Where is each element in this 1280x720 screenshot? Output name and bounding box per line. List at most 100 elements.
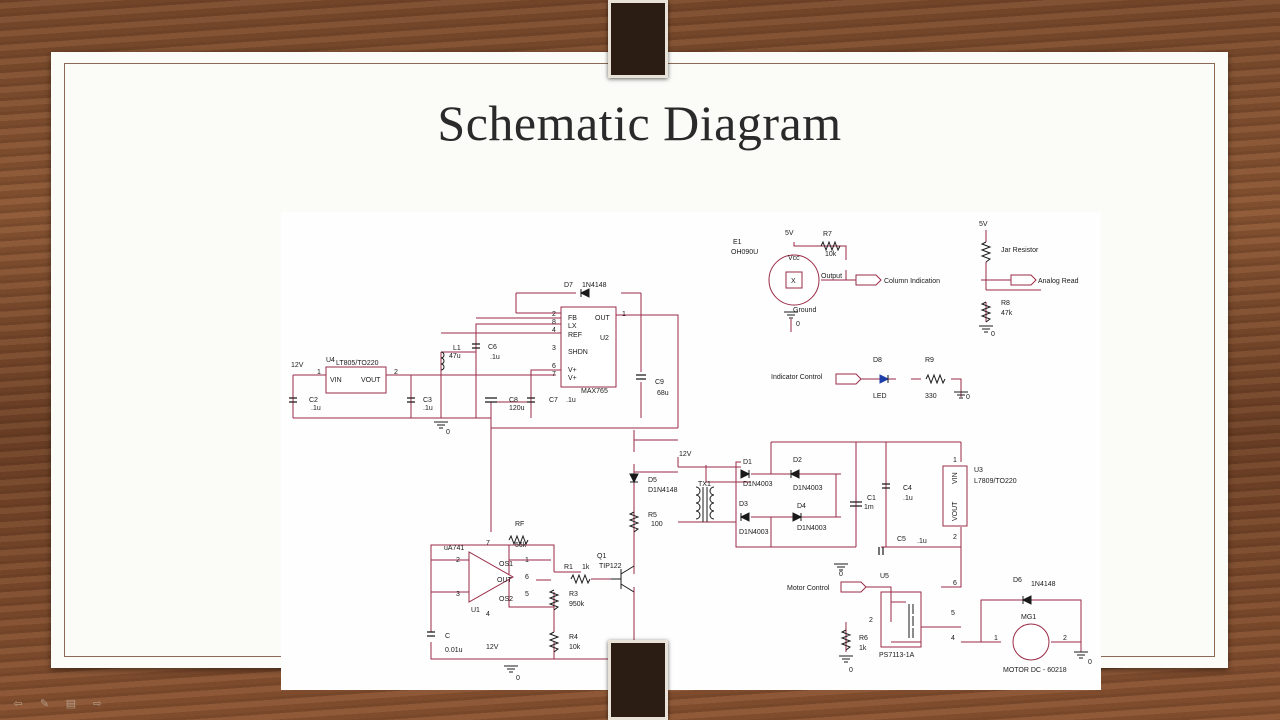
lbl-d2: D2 xyxy=(793,457,802,464)
lbl-shdn: SHDN xyxy=(568,349,588,356)
lbl-u5-p2: 2 xyxy=(869,617,873,624)
q1-transistor xyxy=(611,565,635,593)
c3-capacitor xyxy=(407,397,415,403)
lbl-jar: Jar Resistor xyxy=(1001,247,1039,254)
jar-resistor xyxy=(980,241,992,263)
lbl-out: OUT xyxy=(595,315,611,322)
binder-clip-top xyxy=(608,0,668,78)
lbl-q1v: TIP122 xyxy=(599,563,622,570)
lbl-cv: 0.01u xyxy=(445,647,463,654)
lbl-d2v: D1N4003 xyxy=(793,485,823,492)
ground-1 xyxy=(434,421,448,429)
tx1-primary xyxy=(695,486,701,520)
lbl-r3: R3 xyxy=(569,591,578,598)
lbl-d3: D3 xyxy=(739,501,748,508)
lbl-p6: 6 xyxy=(552,363,556,370)
c-capacitor xyxy=(427,631,435,637)
components xyxy=(325,254,1050,661)
lbl-d4: D4 xyxy=(797,503,806,510)
lbl-m1: 1 xyxy=(994,635,998,642)
lbl-c8v: 120u xyxy=(509,405,525,412)
ground-7 xyxy=(839,655,853,663)
lbl-op4: 4 xyxy=(486,611,490,618)
lbl-u5-p5: 5 xyxy=(951,610,955,617)
u3-regulator-body xyxy=(942,465,968,527)
lbl-os1: OS1 xyxy=(499,561,513,568)
lbl-r5: R5 xyxy=(648,512,657,519)
lbl-d5v: D1N4148 xyxy=(648,487,678,494)
lbl-c7: C7 xyxy=(549,397,558,404)
lbl-r8v: 47k xyxy=(1001,310,1013,317)
lbl-vplus1: V+ xyxy=(568,367,577,374)
lbl-u1: U1 xyxy=(471,607,480,614)
r4-resistor xyxy=(548,631,560,653)
lbl-d7v: 1N4148 xyxy=(582,282,607,289)
lbl-r7: R7 xyxy=(823,231,832,238)
lbl-op7: 7 xyxy=(486,540,490,547)
lbl-motor: MOTOR DC - 60218 xyxy=(1003,667,1067,674)
ground-2 xyxy=(784,311,798,319)
lbl-r9v: 330 xyxy=(925,393,937,400)
c9-capacitor xyxy=(636,374,646,380)
lbl-l1v: 47u xyxy=(449,353,461,360)
lbl-gnd-f: 0 xyxy=(516,675,520,682)
lbl-u5-p6: 6 xyxy=(953,580,957,587)
u5-optocoupler xyxy=(880,591,922,648)
lbl-u5: U5 xyxy=(880,573,889,580)
lbl-d4v: D1N4003 xyxy=(797,525,827,532)
lbl-u4: U4 xyxy=(326,357,335,364)
r6-resistor xyxy=(840,629,852,651)
lbl-12v-c: 12V xyxy=(486,644,499,651)
pen-icon[interactable]: ✎ xyxy=(39,698,50,710)
binder-clip-bottom xyxy=(608,640,668,720)
lbl-p1: 1 xyxy=(622,311,626,318)
slide: Schematic Diagram xyxy=(51,52,1228,690)
prev-arrow-icon[interactable]: ⇦ xyxy=(13,698,23,710)
lbl-12v-b: 12V xyxy=(679,451,692,458)
c1-capacitor xyxy=(850,501,862,507)
mg1-motor-body xyxy=(1012,623,1050,661)
d6-diode xyxy=(1021,595,1032,605)
lbl-ua741: uA741 xyxy=(444,545,464,552)
indicator-control-port xyxy=(835,373,862,385)
lbl-p3: 3 xyxy=(552,345,556,352)
lbl-12v-in: 12V xyxy=(291,362,304,369)
d1-diode xyxy=(740,469,751,479)
lbl-vout: VOUT xyxy=(361,377,381,384)
lbl-gnd-d: 0 xyxy=(966,394,970,401)
lbl-vin: VIN xyxy=(330,377,342,384)
lbl-p4: 4 xyxy=(552,327,556,334)
lbl-op5: 5 xyxy=(525,591,529,598)
schematic-svg: 12V U4 LT805/TO220 VIN VOUT 1 2 C2 .1u C… xyxy=(289,221,1092,682)
lbl-r9: R9 xyxy=(925,357,934,364)
lbl-5v-b: 5V xyxy=(979,221,988,228)
lbl-q1: Q1 xyxy=(597,553,606,560)
connectors xyxy=(835,274,1037,593)
lbl-op6: 6 xyxy=(525,574,529,581)
wires xyxy=(292,230,1082,660)
lbl-u5v: PS7113-1A xyxy=(879,652,915,659)
lbl-gnd-b: 0 xyxy=(796,321,800,328)
d5-diode xyxy=(629,473,639,484)
l1-inductor xyxy=(440,351,445,371)
ground-6 xyxy=(504,665,518,673)
r3-resistor xyxy=(548,589,560,611)
lbl-l1: L1 xyxy=(453,345,461,352)
lbl-u3-part: L7809/TO220 xyxy=(974,478,1017,485)
lbl-c6: C6 xyxy=(488,344,497,351)
lbl-os2: OS2 xyxy=(499,596,513,603)
ground-5 xyxy=(834,563,848,571)
lbl-u3p2: 2 xyxy=(953,534,957,541)
lbl-u3p1: 1 xyxy=(953,457,957,464)
lbl-r4: R4 xyxy=(569,634,578,641)
lbl-mg1: MG1 xyxy=(1021,614,1036,621)
next-arrow-icon[interactable]: ⇨ xyxy=(92,698,102,710)
lbl-d6: D6 xyxy=(1013,577,1022,584)
lbl-output: Output xyxy=(821,273,842,280)
lbl-p8: 8 xyxy=(552,319,556,326)
ground-4 xyxy=(954,391,968,399)
lbl-op1: 1 xyxy=(525,557,529,564)
capacitors xyxy=(289,343,890,637)
menu-icon[interactable]: ▤ xyxy=(65,698,77,710)
lbl-op3: 3 xyxy=(456,591,460,598)
